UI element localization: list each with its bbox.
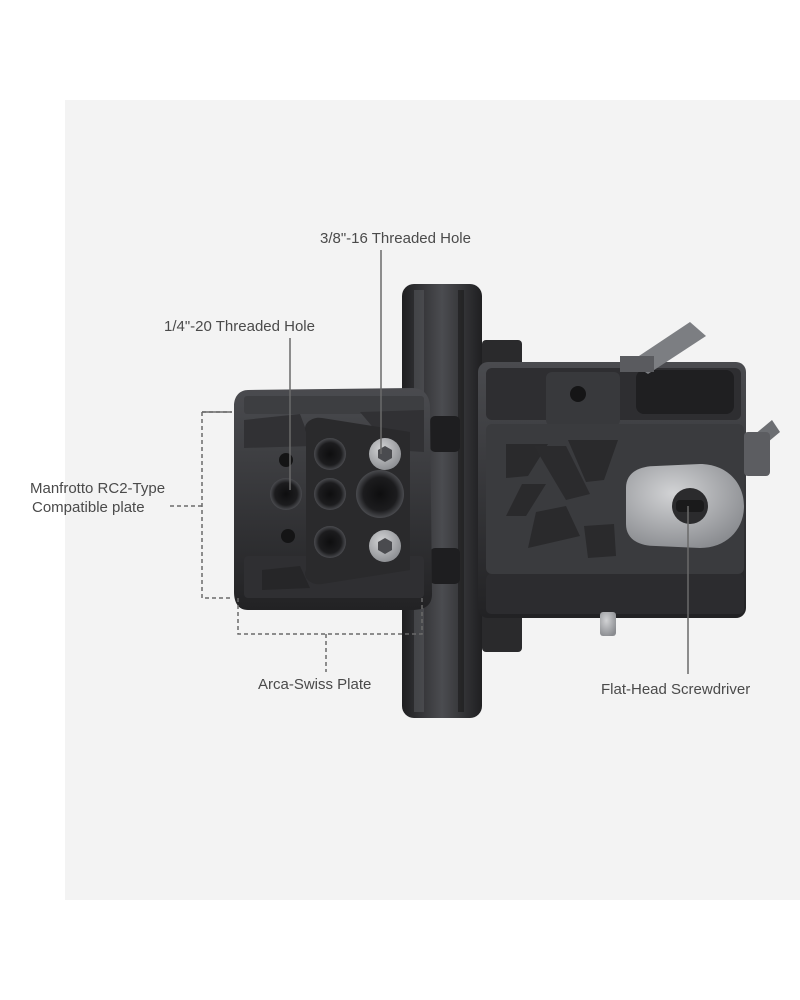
callout-label-manfrotto-line1: Manfrotto RC2-Type [30,480,166,497]
callout-label-screwdriver: Flat-Head Screwdriver [601,681,751,698]
callout-label-3-8-threaded-hole: 3/8"-16 Threaded Hole [320,230,471,247]
flat-head-screwdriver [626,464,744,548]
callout-lines [170,250,689,674]
callout-label-1-4-threaded-hole: 1/4"-20 Threaded Hole [164,318,315,335]
hex-bolts [369,438,401,562]
mounting-holes [270,438,404,558]
clamp-body [478,322,780,636]
callout-label-arca-swiss: Arca-Swiss Plate [258,676,372,693]
callout-label-manfrotto-line2: Compatible plate [32,499,145,516]
